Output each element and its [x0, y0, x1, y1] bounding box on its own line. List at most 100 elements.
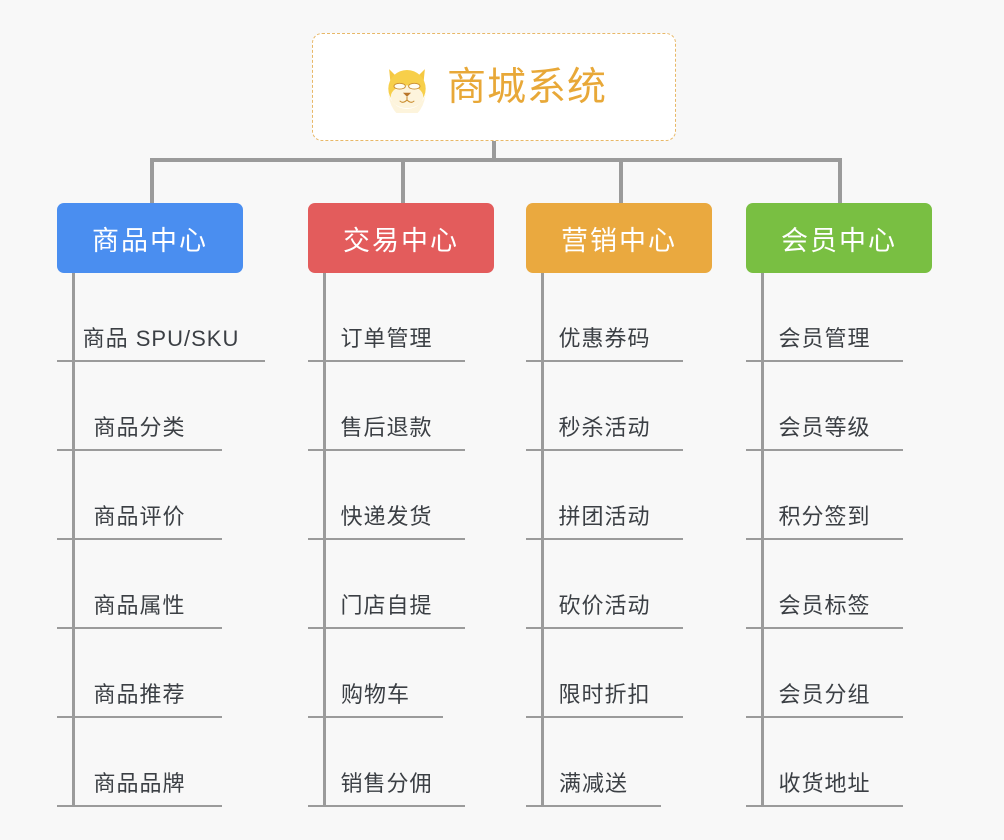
leaf-item[interactable]: 限时折扣	[526, 629, 683, 718]
leaf-underline	[308, 627, 465, 629]
leaf-item[interactable]: 满减送	[526, 718, 661, 807]
leaf-underline	[526, 716, 683, 718]
leaf-item[interactable]: 快递发货	[308, 451, 465, 540]
leaf-label: 快递发货	[340, 504, 433, 529]
leaf-list-member-center: 会员管理 会员等级 积分签到 会员标签 会员分组 收货地址	[746, 273, 903, 807]
branch-header-marketing-center[interactable]: 营销中心	[526, 203, 712, 273]
leaf-list-product-center: 商品 SPU/SKU 商品分类 商品评价 商品属性 商品推荐 商品品牌	[57, 273, 265, 807]
leaf-underline	[526, 360, 683, 362]
branch-trade-center: 交易中心 订单管理 售后退款 快递发货 门店自提 购物车	[308, 203, 494, 807]
leaf-item[interactable]: 积分签到	[746, 451, 903, 540]
branch-header-label: 营销中心	[561, 225, 677, 256]
leaf-item[interactable]: 秒杀活动	[526, 362, 683, 451]
branch-header-label: 交易中心	[343, 225, 459, 256]
leaf-underline	[746, 449, 903, 451]
leaf-underline	[746, 360, 903, 362]
leaf-label: 商品品牌	[93, 771, 186, 796]
leaf-label: 门店自提	[340, 593, 433, 618]
leaf-item[interactable]: 会员等级	[746, 362, 903, 451]
connector-horizontal-bus	[150, 158, 842, 162]
leaf-underline	[308, 449, 465, 451]
branch-header-product-center[interactable]: 商品中心	[57, 203, 243, 273]
leaf-label: 商品分类	[93, 415, 186, 440]
branch-member-center: 会员中心 会员管理 会员等级 积分签到 会员标签 会员分组	[746, 203, 932, 807]
leaf-underline	[57, 627, 222, 629]
leaf-label: 满减送	[558, 771, 628, 796]
leaf-underline	[746, 627, 903, 629]
leaf-label: 会员等级	[778, 415, 871, 440]
leaf-label: 秒杀活动	[558, 415, 651, 440]
branch-header-label: 会员中心	[781, 225, 897, 256]
connector-drop-member-center	[838, 158, 842, 205]
leaf-label: 收货地址	[778, 771, 871, 796]
leaf-item[interactable]: 砍价活动	[526, 540, 683, 629]
leaf-underline	[308, 805, 465, 807]
branch-spine-member-center	[761, 273, 764, 807]
leaf-item[interactable]: 订单管理	[308, 273, 465, 362]
branch-spine-marketing-center	[541, 273, 544, 807]
leaf-label: 会员标签	[778, 593, 871, 618]
leaf-item[interactable]: 收货地址	[746, 718, 903, 807]
leaf-list-marketing-center: 优惠券码 秒杀活动 拼团活动 砍价活动 限时折扣 满减送	[526, 273, 683, 807]
leaf-underline	[308, 716, 443, 718]
leaf-label: 商品 SPU/SKU	[82, 326, 240, 351]
branch-header-member-center[interactable]: 会员中心	[746, 203, 932, 273]
leaf-underline	[526, 627, 683, 629]
leaf-label: 限时折扣	[558, 682, 651, 707]
leaf-item[interactable]: 会员分组	[746, 629, 903, 718]
branch-spine-product-center	[72, 273, 75, 807]
leaf-underline	[746, 716, 903, 718]
leaf-underline	[57, 805, 222, 807]
leaf-label: 砍价活动	[558, 593, 651, 618]
leaf-item[interactable]: 商品分类	[57, 362, 222, 451]
leaf-label: 商品推荐	[93, 682, 186, 707]
leaf-item[interactable]: 商品推荐	[57, 629, 222, 718]
leaf-item[interactable]: 商品 SPU/SKU	[57, 273, 265, 362]
connector-root-stem	[492, 141, 496, 162]
branch-header-label: 商品中心	[92, 225, 208, 256]
branch-header-trade-center[interactable]: 交易中心	[308, 203, 494, 273]
leaf-label: 售后退款	[340, 415, 433, 440]
leaf-item[interactable]: 商品属性	[57, 540, 222, 629]
leaf-item[interactable]: 销售分佣	[308, 718, 465, 807]
shiba-dog-face-icon	[381, 61, 433, 118]
leaf-item[interactable]: 优惠券码	[526, 273, 683, 362]
leaf-label: 销售分佣	[340, 771, 433, 796]
leaf-item[interactable]: 门店自提	[308, 540, 465, 629]
leaf-underline	[57, 538, 222, 540]
leaf-item[interactable]: 商品评价	[57, 451, 222, 540]
root-title: 商城系统	[446, 65, 607, 109]
leaf-label: 会员分组	[778, 682, 871, 707]
leaf-item[interactable]: 拼团活动	[526, 451, 683, 540]
leaf-underline	[308, 538, 465, 540]
leaf-label: 会员管理	[778, 326, 871, 351]
leaf-underline	[526, 805, 661, 807]
leaf-item[interactable]: 商品品牌	[57, 718, 222, 807]
connector-drop-marketing-center	[619, 158, 623, 205]
leaf-item[interactable]: 购物车	[308, 629, 443, 718]
root-node[interactable]: 商城系统	[312, 33, 676, 141]
leaf-underline	[526, 449, 683, 451]
leaf-item[interactable]: 售后退款	[308, 362, 465, 451]
leaf-label: 优惠券码	[558, 326, 651, 351]
branch-marketing-center: 营销中心 优惠券码 秒杀活动 拼团活动 砍价活动 限时折扣	[526, 203, 712, 807]
leaf-underline	[57, 360, 265, 362]
leaf-underline	[57, 716, 222, 718]
leaf-underline	[526, 538, 683, 540]
branch-spine-trade-center	[323, 273, 326, 807]
leaf-item[interactable]: 会员标签	[746, 540, 903, 629]
leaf-label: 积分签到	[778, 504, 871, 529]
leaf-list-trade-center: 订单管理 售后退款 快递发货 门店自提 购物车 销售分佣	[308, 273, 465, 807]
connector-drop-trade-center	[401, 158, 405, 205]
branch-product-center: 商品中心 商品 SPU/SKU 商品分类 商品评价 商品属性 商品推荐	[57, 203, 265, 807]
leaf-underline	[746, 805, 903, 807]
leaf-underline	[746, 538, 903, 540]
leaf-label: 订单管理	[340, 326, 433, 351]
leaf-label: 拼团活动	[558, 504, 651, 529]
leaf-label: 购物车	[340, 682, 410, 707]
leaf-label: 商品评价	[93, 504, 186, 529]
leaf-item[interactable]: 会员管理	[746, 273, 903, 362]
leaf-underline	[57, 449, 222, 451]
leaf-label: 商品属性	[93, 593, 186, 618]
